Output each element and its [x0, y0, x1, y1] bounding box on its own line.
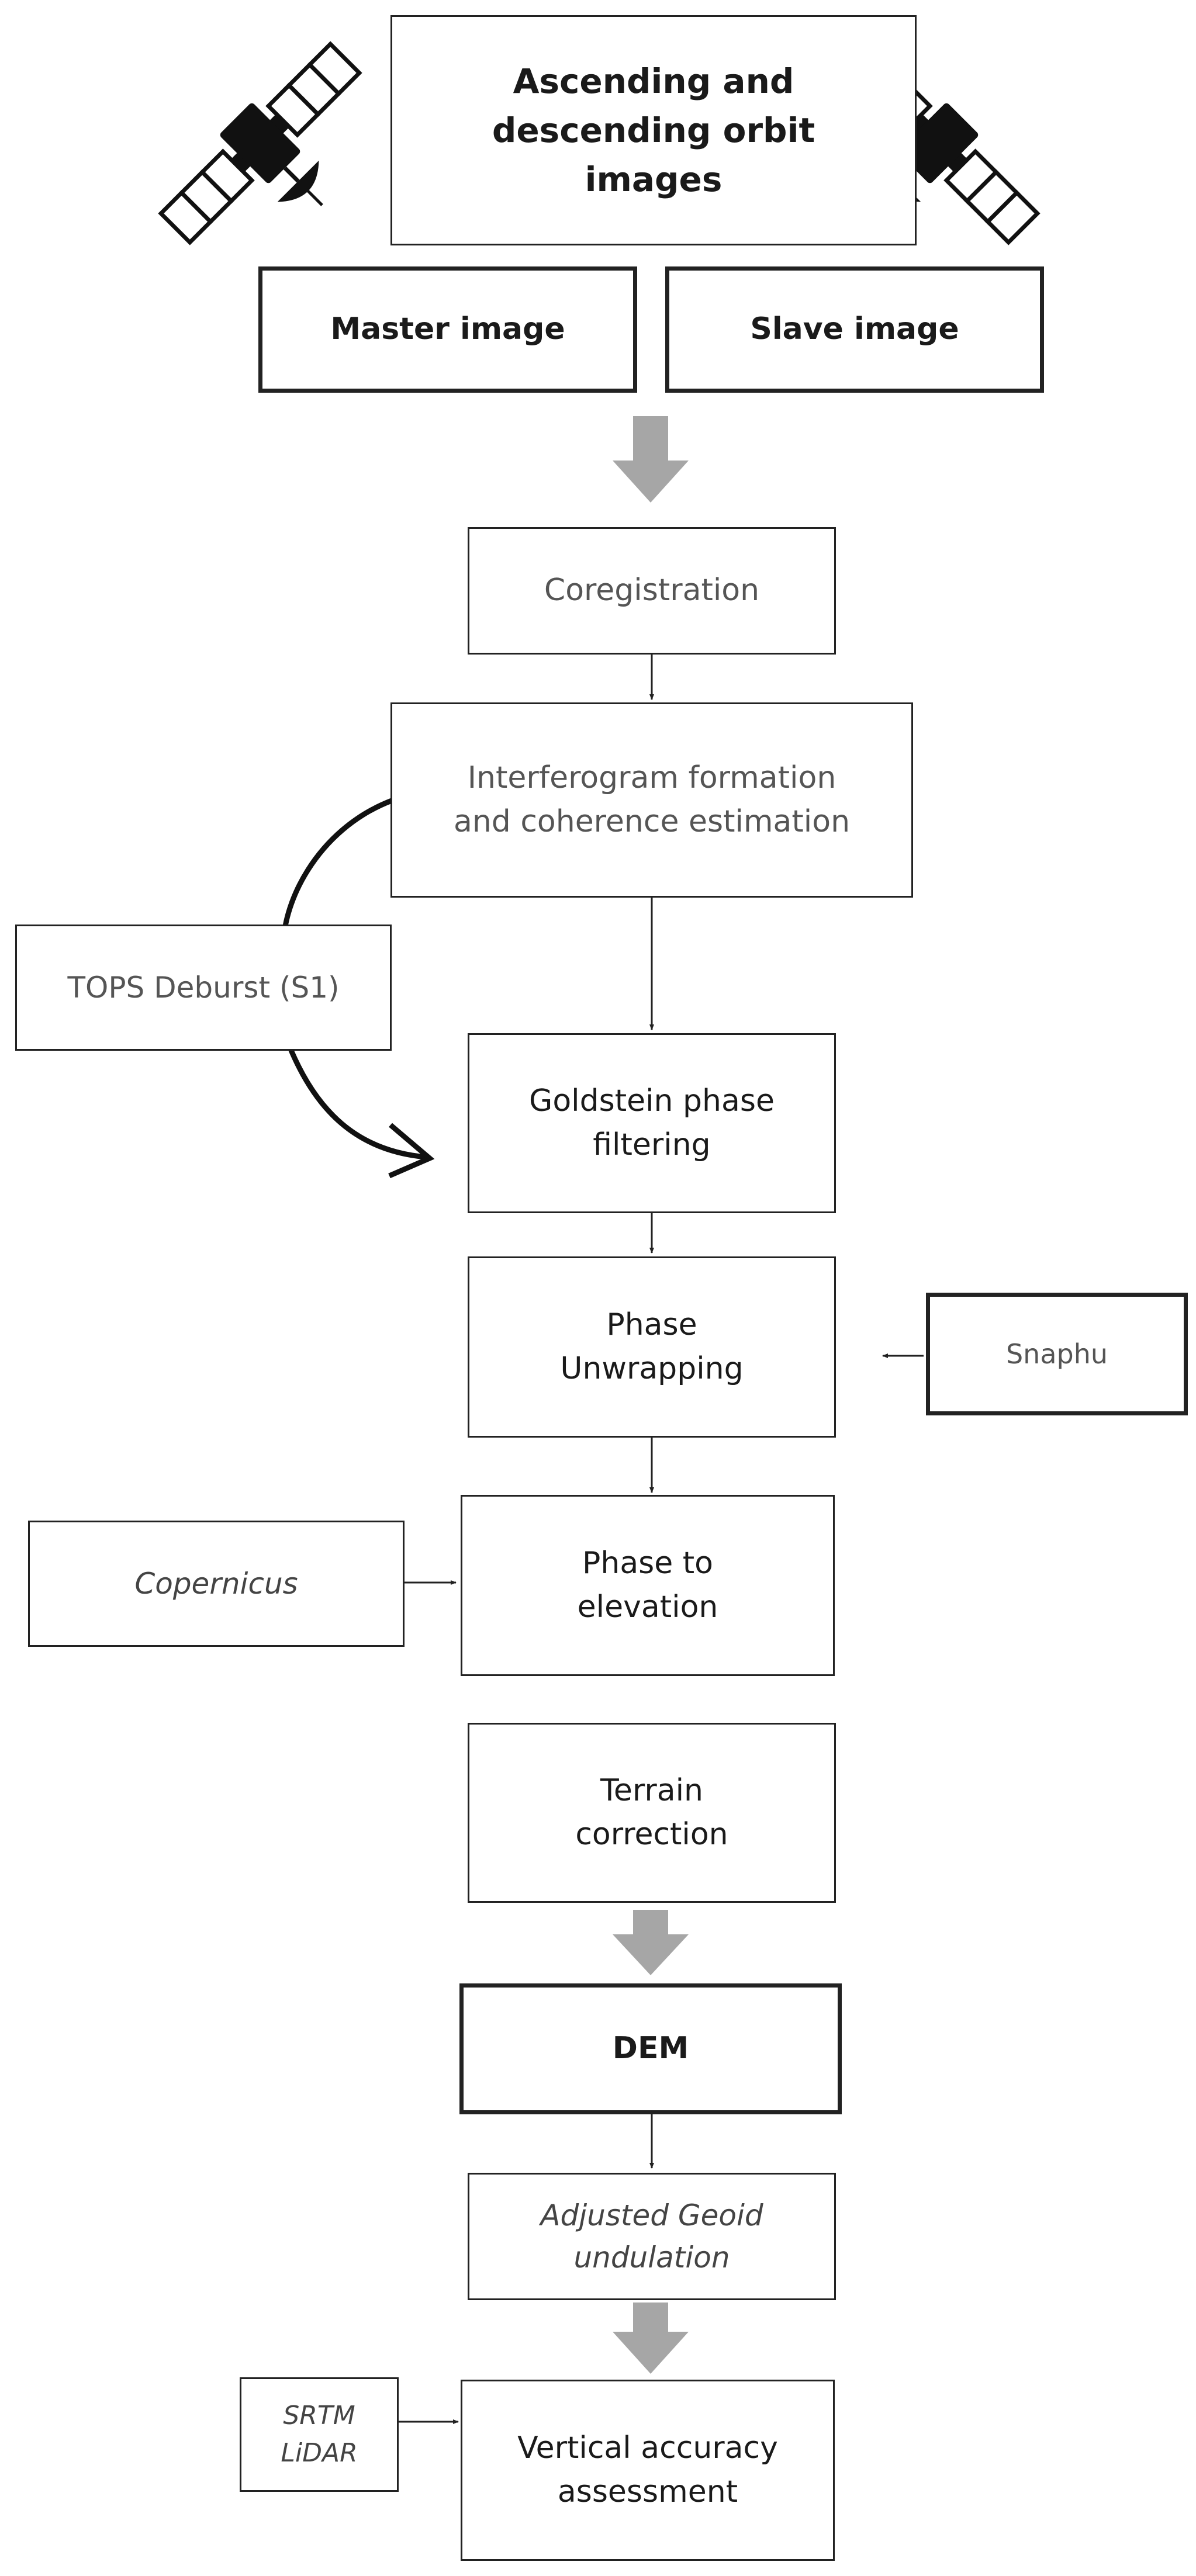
block-arrow — [613, 2303, 689, 2374]
phase-to-elevation-label: Phase to elevation — [577, 1545, 718, 1625]
tops-deburst-label: TOPS Deburst (S1) — [67, 970, 340, 1005]
input-images-label: Ascending and descending orbit images — [492, 61, 815, 200]
slave-image-label: Slave image — [750, 311, 959, 347]
goldstein-label: Goldstein phase filtering — [529, 1083, 775, 1162]
copernicus-label: Copernicus — [134, 1566, 298, 1601]
curved-arrow — [286, 1045, 427, 1160]
phase-unwrapping-label: Phase Unwrapping — [560, 1307, 744, 1386]
vertical-accuracy-label: Vertical accuracy assessment — [517, 2430, 778, 2509]
master-image-box: Master image — [258, 266, 637, 393]
input-images-box: Ascending and descending orbit images — [390, 15, 917, 245]
master-image-label: Master image — [330, 311, 565, 347]
interferogram-label: Interferogram formation and coherence es… — [453, 760, 851, 839]
snaphu-label: Snaphu — [1005, 1338, 1108, 1370]
slave-image-box: Slave image — [665, 266, 1044, 393]
geoid-label: Adjusted Geoid undulation — [540, 2198, 763, 2275]
snaphu-box: Snaphu — [926, 1293, 1188, 1415]
coregistration-label: Coregistration — [544, 573, 760, 608]
copernicus-box: Copernicus — [28, 1521, 405, 1647]
srtm-lidar-box: SRTM LiDAR — [240, 2377, 399, 2492]
dem-label: DEM — [612, 2031, 689, 2066]
geoid-box: Adjusted Geoid undulation — [468, 2173, 836, 2300]
phase-to-elevation-box: Phase to elevation — [461, 1495, 835, 1676]
terrain-correction-box: Terrain correction — [468, 1723, 836, 1903]
vertical-accuracy-box: Vertical accuracy assessment — [461, 2380, 835, 2561]
block-arrow — [613, 416, 689, 503]
coregistration-box: Coregistration — [468, 527, 836, 655]
srtm-lidar-label: SRTM LiDAR — [281, 2401, 358, 2468]
satellite-icon — [158, 41, 362, 245]
block-arrow — [613, 1910, 689, 1975]
terrain-correction-label: Terrain correction — [575, 1772, 728, 1852]
dem-box: DEM — [459, 1983, 842, 2114]
tops-deburst-box: TOPS Deburst (S1) — [15, 925, 392, 1051]
goldstein-box: Goldstein phase filtering — [468, 1033, 836, 1213]
arrowhead — [388, 1123, 435, 1179]
interferogram-box: Interferogram formation and coherence es… — [390, 702, 913, 898]
phase-unwrapping-box: Phase Unwrapping — [468, 1256, 836, 1438]
